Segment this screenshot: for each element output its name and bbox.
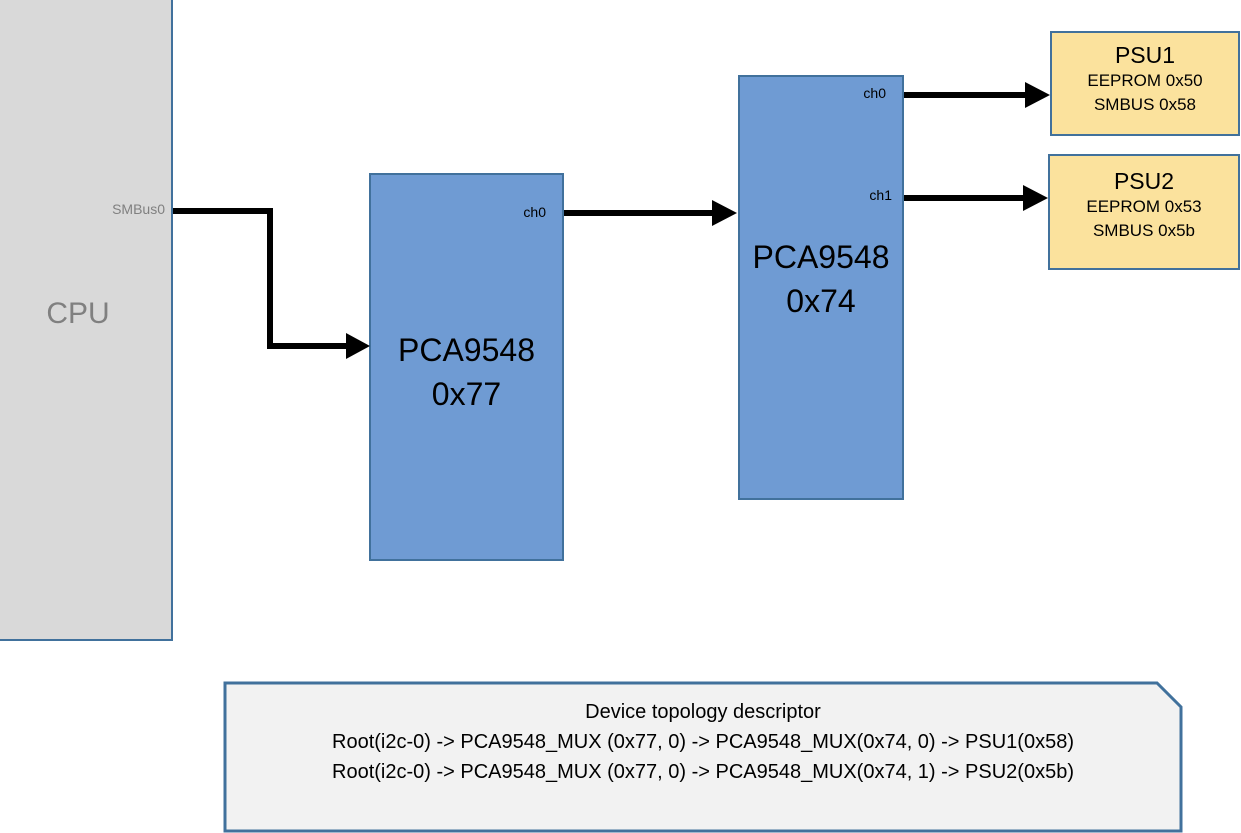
- topology-title: Device topology descriptor: [585, 701, 821, 723]
- mux-0x77-name: PCA9548: [398, 332, 535, 368]
- psu2-block: PSU2 EEPROM 0x53 SMBUS 0x5b: [1048, 154, 1240, 270]
- mux-0x77-block: ch0 PCA9548 0x77: [369, 173, 564, 561]
- psu2-smbus: SMBUS 0x5b: [1092, 221, 1196, 240]
- mux-0x77-title: PCA9548 0x77: [371, 328, 562, 416]
- arrowhead-cpu-to-mux-0x77: [346, 333, 370, 359]
- psu1-name: PSU1: [1114, 42, 1176, 68]
- mux-0x74-title: PCA9548 0x74: [740, 235, 902, 323]
- arrowhead-mux-0x74-to-psu2: [1023, 185, 1048, 211]
- topology-line-2: Root(i2c-0) -> PCA9548_MUX (0x77, 0) -> …: [332, 761, 1074, 783]
- cpu-block: CPU SMBus0: [0, 0, 173, 641]
- mux-0x74-name: PCA9548: [752, 239, 890, 275]
- mux-0x77-ch0-label: ch0: [523, 204, 546, 220]
- psu2-name: PSU2: [1113, 168, 1175, 194]
- psu1-smbus: SMBUS 0x58: [1093, 95, 1197, 114]
- psu1-eeprom: EEPROM 0x50: [1087, 71, 1203, 90]
- mux-0x74-block: ch0 ch1 PCA9548 0x74: [738, 75, 904, 500]
- cpu-label: CPU: [46, 297, 110, 330]
- mux-0x74-ch1-label: ch1: [869, 187, 892, 203]
- psu2-eeprom: EEPROM 0x53: [1086, 197, 1202, 216]
- arrowhead-mux-0x77-to-mux-0x74: [712, 200, 737, 226]
- mux-0x77-address: 0x77: [431, 376, 502, 412]
- topology-note-shape: [223, 681, 1183, 833]
- arrow-cpu-to-mux-0x77: [173, 208, 348, 349]
- topology-line-1: Root(i2c-0) -> PCA9548_MUX (0x77, 0) -> …: [332, 731, 1074, 753]
- mux-0x74-address: 0x74: [786, 283, 856, 319]
- psu1-block: PSU1 EEPROM 0x50 SMBUS 0x58: [1050, 31, 1240, 136]
- mux-0x74-ch0-label: ch0: [863, 85, 886, 101]
- arrowhead-mux-0x74-to-psu1: [1025, 82, 1050, 108]
- cpu-smbus-port-label: SMBus0: [112, 201, 165, 217]
- topology-note: Device topology descriptor Root(i2c-0) -…: [224, 682, 1182, 832]
